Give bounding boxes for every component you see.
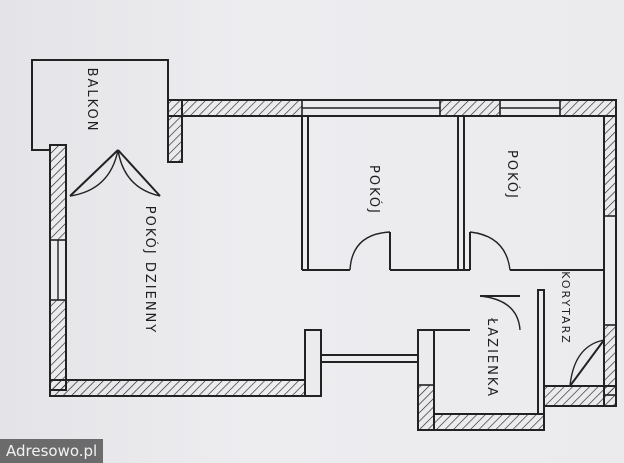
door-lazienka [479,295,521,331]
balcony-outline [31,59,169,151]
wall-left [49,144,67,391]
label-korytarz: KORYTARZ [559,271,572,345]
wall-right [603,115,617,407]
label-pokoj-2: POKÓJ [504,150,520,200]
label-pokoj-dzienny: POKÓJ DZIENNY [142,206,158,334]
label-pokoj-1: POKÓJ [366,165,382,215]
wall-bathroom [321,289,617,431]
watermark: Adresowo.pl [0,439,104,463]
door-entrance [569,339,605,387]
wall-bottom-living [49,329,322,397]
label-balkon: BALKON [84,68,99,133]
label-lazienka: ŁAZIENKA [484,317,499,398]
interior-partitions [301,116,604,271]
wall-top [167,99,617,163]
door-pokoj-1 [349,231,391,271]
door-balcony [69,149,161,197]
door-pokoj-2 [469,231,511,271]
